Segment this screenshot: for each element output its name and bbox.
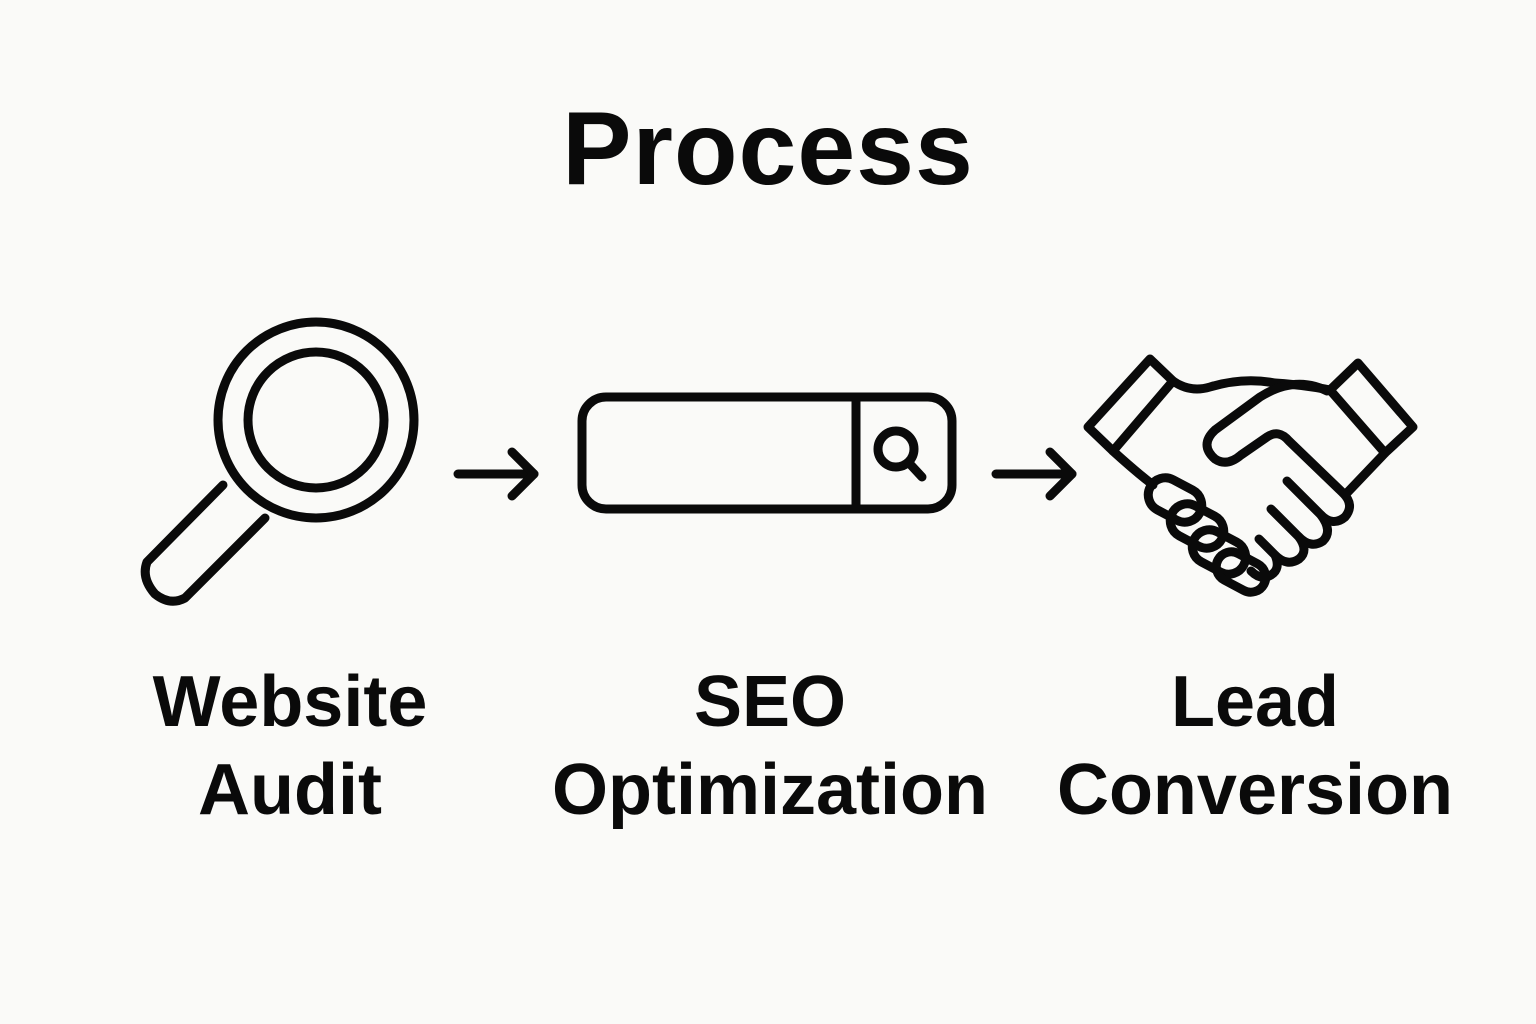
- magnifying-glass-icon: [130, 310, 430, 610]
- step-label-line1: Website: [152, 662, 428, 742]
- step-label-line2: Audit: [198, 750, 382, 830]
- step-label-website-audit: Website Audit: [110, 658, 470, 834]
- right-arrow-icon: [450, 440, 545, 510]
- search-bar-icon: [570, 385, 965, 520]
- right-arrow-icon: [988, 440, 1083, 510]
- step-label-line1: Lead: [1170, 662, 1340, 742]
- page-title: Process: [562, 91, 974, 207]
- step-label-line1: SEO: [693, 662, 847, 742]
- step-label-seo-optimization: SEO Optimization: [520, 658, 1020, 834]
- step-label-line2: Optimization: [552, 750, 988, 830]
- step-label-lead-conversion: Lead Conversion: [1030, 658, 1480, 834]
- handshake-icon: [1075, 345, 1425, 605]
- step-label-line2: Conversion: [1056, 750, 1454, 830]
